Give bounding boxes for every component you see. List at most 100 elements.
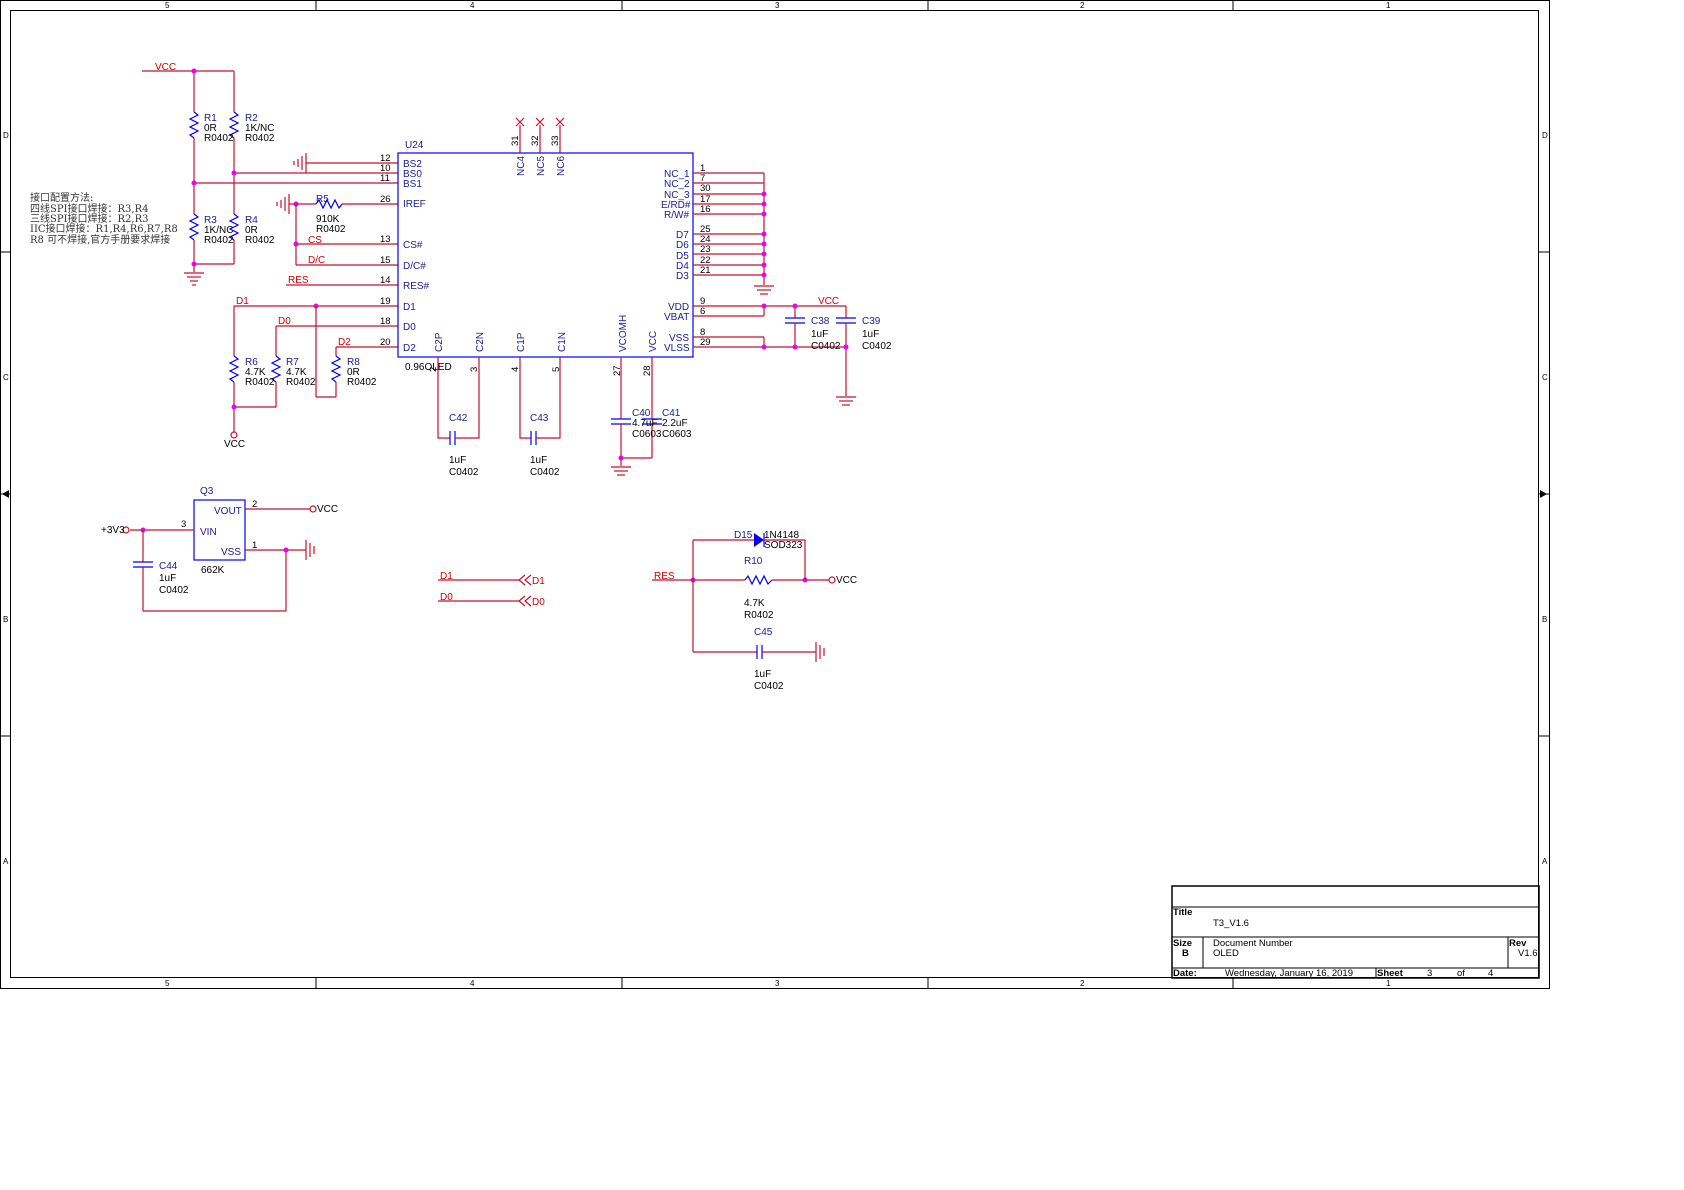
pin-number: 20 (380, 337, 391, 348)
pin-number: 1 (252, 540, 257, 551)
svg-text:R8 可不焊接,官方手册要求焊接: R8 可不焊接,官方手册要求焊接 (30, 233, 170, 246)
pin-name: NC_1 (664, 169, 690, 180)
pin-number: 6 (700, 306, 705, 317)
pin-number: 19 (380, 296, 391, 307)
pin-number: 3 (181, 519, 186, 530)
zone-col-top: 5 (165, 1, 170, 10)
u24-body (397, 152, 694, 358)
3v3-port-label: +3V3 (101, 525, 125, 536)
pin-name: R/W# (664, 210, 689, 221)
ground-symbol (754, 285, 774, 295)
pin-name: D6 (676, 240, 689, 251)
pin-name: D7 (676, 230, 689, 241)
vcomh-caps: C40 4.7uF C0603 C41 2.2uF C0603 (611, 357, 692, 476)
of-label: of (1457, 968, 1465, 979)
interface-config-note: 接口配置方法: 四线SPI接口焊接：R3,R4 三线SPI接口焊接：R2,R3 … (30, 191, 178, 246)
c38-package: C0402 (811, 341, 841, 352)
q3-ldo-regulator: Q3 662K VOUT VIN VSS 3 2 1 VCC +3V3 C44 … (101, 486, 338, 612)
pin-number: 2 (428, 367, 439, 372)
pin-number: 28 (642, 365, 653, 376)
c39-value: 1uF (862, 329, 879, 340)
c42-package: C0402 (449, 467, 479, 478)
r10-package: R0402 (744, 610, 774, 621)
vcc-port-label: VCC (224, 439, 245, 450)
r8-package: R0402 (347, 377, 377, 388)
pin-name: C1P (516, 332, 527, 352)
r10-ref: R10 (744, 556, 763, 567)
r7-value: 4.7K (286, 367, 307, 378)
d0-port-label: D0 (532, 597, 545, 608)
c43-ref: C43 (530, 413, 549, 424)
c38-ref: C38 (811, 316, 830, 327)
c45-value: 1uF (754, 669, 771, 680)
pin-name: E/RD# (661, 200, 691, 211)
zone-col-bottom: 4 (470, 979, 475, 988)
c43-package: C0402 (530, 467, 560, 478)
pin-name: C1N (557, 332, 568, 352)
resistor-r5 (315, 198, 343, 210)
r2-package: R0402 (245, 133, 275, 144)
c41-package: C0603 (662, 429, 692, 440)
svg-text:三线SPI接口焊接：R2,R3: 三线SPI接口焊接：R2,R3 (30, 212, 149, 225)
r4-package: R0402 (245, 235, 275, 246)
no-connect-marker (555, 117, 565, 127)
c40-ref: C40 (632, 408, 651, 419)
sheet-total: 4 (1488, 968, 1493, 979)
pin-name: NC4 (516, 156, 527, 176)
pin-number: 21 (700, 265, 711, 276)
zone-col-bottom: 5 (165, 979, 170, 988)
zone-col-bottom: 3 (775, 979, 780, 988)
q3-ref: Q3 (200, 486, 214, 497)
r2-value: 1K/NC (245, 123, 274, 134)
r5-value: 910K (316, 214, 340, 225)
pin-name: BS2 (403, 159, 422, 170)
svg-text:四线SPI接口焊接：R3,R4: 四线SPI接口焊接：R3,R4 (30, 202, 149, 215)
net-label-dc: D/C (308, 255, 325, 266)
pin-name: D5 (676, 251, 689, 262)
pin-number: 23 (700, 244, 711, 255)
bus-config-resistors: VCC R1 0R R0402 R2 1K/NC R0402 R3 1K/NC … (142, 62, 398, 286)
ground-symbol (184, 272, 204, 286)
pin-number: 22 (700, 255, 711, 266)
zone-col-top: 4 (470, 1, 475, 10)
q3-vin-pin: VIN (200, 527, 217, 538)
pin-name: D1 (403, 302, 416, 313)
zone-row-left: B (3, 615, 8, 624)
resistor-r8 (330, 355, 342, 383)
pin-name: NC_3 (664, 190, 690, 201)
r8-value: 0R (347, 367, 360, 378)
pin-name: VBAT (664, 312, 689, 323)
rev-label: Rev (1509, 938, 1527, 949)
zone-row-left: A (3, 857, 9, 866)
r6-package: R0402 (245, 377, 275, 388)
resistor-r6 (228, 355, 240, 383)
pin-name: D/C# (403, 261, 426, 272)
pin-number: 29 (700, 337, 711, 348)
ground-symbol (611, 466, 631, 476)
q3-vout-pin: VOUT (214, 506, 242, 517)
title-block: Title T3_V1.6 Size B Document Number OLE… (1171, 885, 1540, 979)
no-connect-marker (515, 117, 525, 127)
r6-ref: R6 (245, 357, 258, 368)
no-connect-marker (535, 117, 545, 127)
reset-circuit: RES VCC D15 1N4148 SOD323 R10 4.7K R0402… (652, 530, 857, 692)
date-label: Date: (1173, 968, 1197, 979)
pin-number: 10 (380, 163, 391, 174)
pin-name: C2P (434, 332, 445, 352)
pin-name: C2N (475, 332, 486, 352)
pin-name: VCOMH (618, 315, 629, 352)
r5-package: R0402 (316, 224, 346, 235)
vcc-port-label: VCC (317, 504, 338, 515)
pin-number: 8 (700, 327, 705, 338)
pin-name: BS1 (403, 179, 422, 190)
zone-row-left: D (3, 131, 9, 140)
pin-number: 9 (700, 296, 705, 307)
pin-name: NC_2 (664, 179, 690, 190)
resistor-r1 (188, 111, 200, 139)
zone-row-right: C (1542, 373, 1548, 382)
c38-value: 1uF (811, 329, 828, 340)
pin-number: 12 (380, 153, 391, 164)
net-label-d2: D2 (338, 337, 351, 348)
zone-row-right: A (1542, 857, 1548, 866)
r1-ref: R1 (204, 113, 217, 124)
